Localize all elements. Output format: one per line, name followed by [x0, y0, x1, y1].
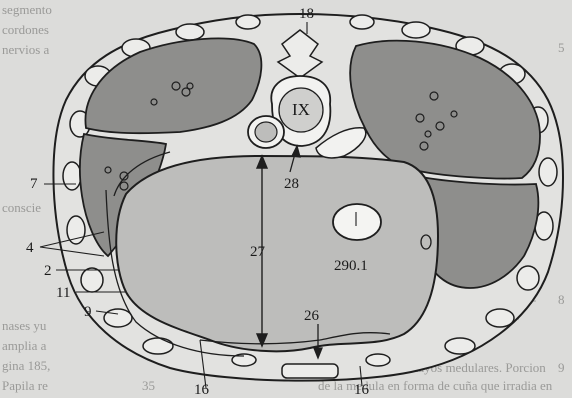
- label-26: 26: [304, 308, 320, 324]
- aorta-lumen: [255, 122, 277, 142]
- rib: [104, 309, 132, 327]
- rib: [236, 15, 260, 29]
- rib: [63, 162, 81, 190]
- label-27: 27: [250, 244, 266, 260]
- rib: [486, 309, 514, 327]
- sternum: [282, 364, 338, 378]
- label-2: 2: [44, 263, 52, 279]
- label-290-1: 290.1: [334, 258, 368, 274]
- rib: [445, 338, 475, 354]
- rib: [539, 158, 557, 186]
- label-18: 18: [299, 6, 314, 22]
- rib: [143, 338, 173, 354]
- small-vessel: [421, 235, 431, 249]
- rib: [517, 266, 539, 290]
- rib: [402, 22, 430, 38]
- label-16-left: 16: [194, 382, 210, 398]
- label-16-right: 16: [354, 382, 370, 398]
- rib: [81, 268, 103, 292]
- label-28: 28: [284, 176, 299, 192]
- label-9: 9: [84, 304, 92, 320]
- label-7: 7: [30, 176, 38, 192]
- label-4: 4: [26, 240, 34, 256]
- rib: [176, 24, 204, 40]
- label-IX: IX: [292, 100, 310, 119]
- label-11: 11: [56, 285, 70, 301]
- vena-cava: [333, 204, 381, 240]
- rib: [350, 15, 374, 29]
- rib: [366, 354, 390, 366]
- pleural-cavity: [116, 156, 438, 351]
